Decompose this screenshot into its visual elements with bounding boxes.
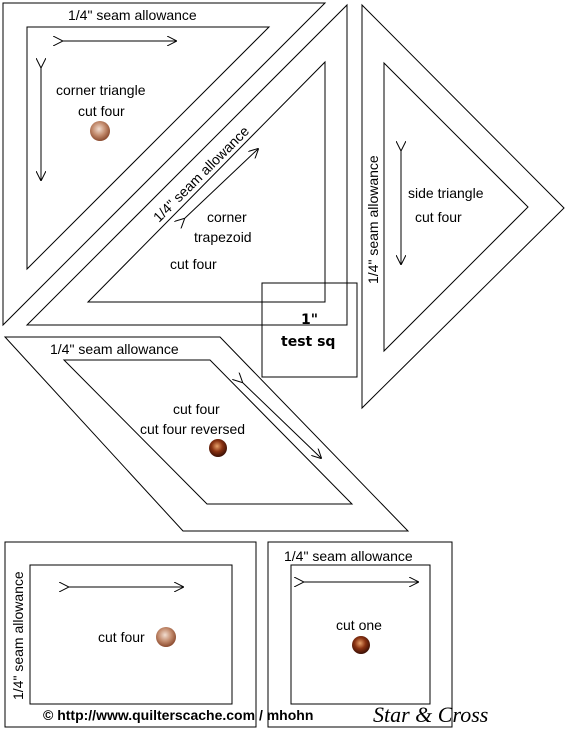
pattern-title: Star & Cross (373, 702, 488, 727)
parallelogram-cut-label: cut four (173, 401, 220, 417)
test-square: 1" test sq (261, 282, 358, 378)
side-triangle-template: 1/4" seam allowance side triangle cut fo… (361, 3, 565, 410)
fabric-swatch-light-icon (156, 627, 176, 647)
center-square-cut-label: cut one (336, 617, 382, 633)
rectangle-seam-label: 1/4" seam allowance (10, 571, 26, 700)
corner-trapezoid-name-line1: corner (207, 209, 247, 225)
parallelogram-inner-outline (62, 359, 354, 505)
corner-triangle-name: corner triangle (56, 82, 146, 98)
side-triangle-seam-label: 1/4" seam allowance (365, 155, 381, 284)
side-triangle-cut-label: cut four (415, 209, 462, 225)
fabric-swatch-dark-icon (352, 636, 370, 654)
center-square-inner-outline (290, 564, 431, 705)
rectangle-template: 1/4" seam allowance cut four (4, 541, 257, 728)
corner-trapezoid-cut-label: cut four (170, 256, 217, 272)
center-square-template: 1/4" seam allowance cut one (267, 541, 453, 728)
corner-trapezoid-outer-outline (25, 3, 348, 326)
parallelogram-seam-label: 1/4" seam allowance (50, 341, 179, 357)
test-square-outline (261, 282, 358, 378)
corner-triangle-inner-outline (26, 26, 271, 271)
corner-trapezoid-template: 1/4" seam allowance corner trapezoid cut… (25, 3, 348, 326)
rectangle-cut-label: cut four (98, 629, 145, 645)
corner-triangle-seam-label: 1/4" seam allowance (68, 7, 197, 23)
rectangle-inner-outline (29, 564, 233, 705)
center-square-outer-outline (267, 541, 453, 728)
test-square-size-label: 1" (301, 312, 318, 328)
parallelogram-grain-arrow (242, 382, 321, 458)
rectangle-outer-outline (4, 541, 257, 728)
parallelogram-template: 1/4" seam allowance cut four cut four re… (3, 336, 410, 532)
corner-triangle-template: 1/4" seam allowance corner triangle cut … (2, 2, 327, 327)
center-square-seam-label: 1/4" seam allowance (284, 548, 413, 564)
corner-trapezoid-name-line2: trapezoid (194, 229, 252, 245)
corner-trapezoid-grain-arrow (184, 149, 258, 219)
side-triangle-name: side triangle (408, 185, 484, 201)
corner-triangle-outer-outline (2, 2, 327, 327)
side-triangle-outer-outline (361, 3, 565, 410)
side-triangle-inner-outline (383, 61, 529, 353)
parallelogram-outer-outline (3, 336, 410, 532)
copyright-credit: © http://www.quilterscache.com / mhohn (43, 707, 313, 723)
parallelogram-cut-reversed-label: cut four reversed (140, 421, 245, 437)
fabric-swatch-light-icon (90, 121, 110, 141)
test-square-name-label: test sq (281, 334, 335, 350)
fabric-swatch-dark-icon (209, 439, 227, 457)
corner-triangle-cut-label: cut four (78, 103, 125, 119)
